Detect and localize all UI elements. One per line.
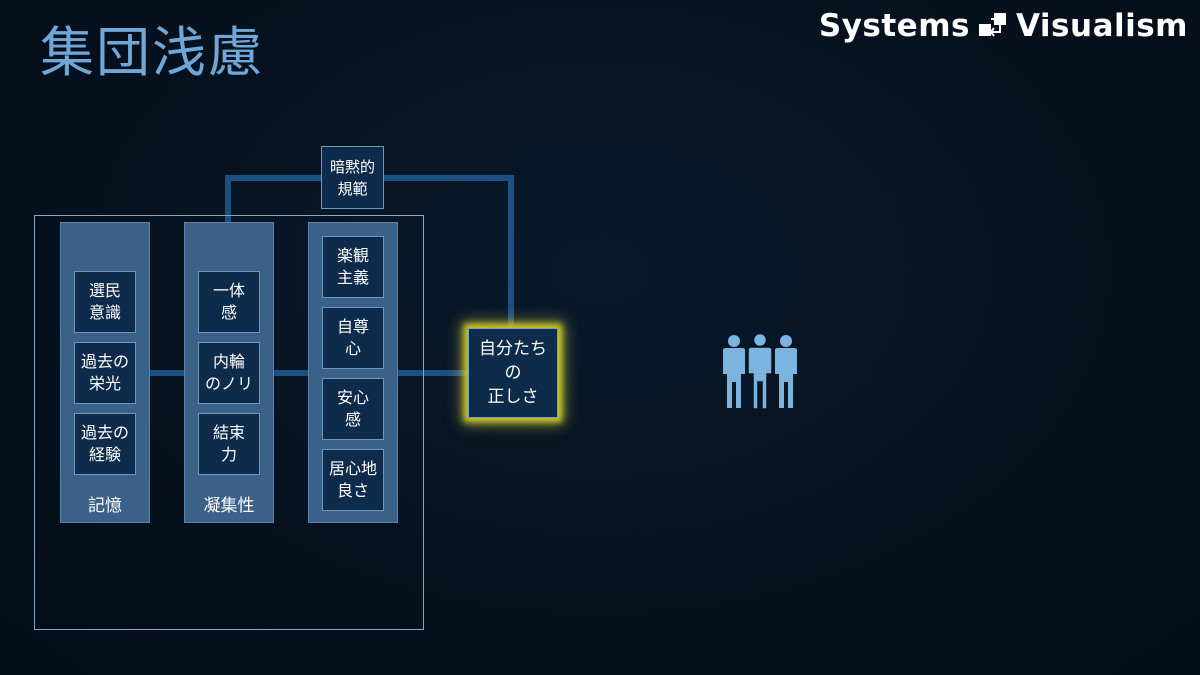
item-chosen-people: 選民 意識 (74, 271, 136, 333)
item-self-esteem: 自尊 心 (322, 307, 384, 369)
item-solidarity: 結束 力 (198, 413, 260, 475)
item-past-glory: 過去の 栄光 (74, 342, 136, 404)
our-righteousness-box: 自分たち の 正しさ (468, 328, 558, 418)
column-label-memory: 記憶 (88, 496, 122, 516)
item-comfort: 居心地 良さ (322, 449, 384, 511)
systems-visualism-logo-icon (978, 13, 1006, 37)
implicit-norm-box: 暗黙的 規範 (321, 146, 384, 209)
brand-word-systems: Systems (818, 8, 970, 44)
column-memory: 選民 意識 過去の 栄光 過去の 経験 記憶 (60, 222, 150, 523)
brand-word-visualism: Visualism (1015, 8, 1188, 44)
brand-logo: Systems Visualism (819, 8, 1188, 44)
column-label-cohesion: 凝集性 (203, 496, 255, 516)
item-optimism: 楽観 主義 (322, 236, 384, 298)
item-sense-of-security: 安心 感 (322, 378, 384, 440)
item-in-group-vibe: 内輪 のノリ (198, 342, 260, 404)
group-of-people-icon (723, 334, 797, 410)
column-cohesion: 一体 感 内輪 のノリ 結束 力 凝集性 (184, 222, 274, 523)
column-feelings: 楽観 主義 自尊 心 安心 感 居心地 良さ (308, 222, 398, 523)
group-frame (34, 215, 424, 630)
item-past-experience: 過去の 経験 (74, 413, 136, 475)
page-title: 集団浅慮 (40, 21, 264, 84)
item-unity: 一体 感 (198, 271, 260, 333)
